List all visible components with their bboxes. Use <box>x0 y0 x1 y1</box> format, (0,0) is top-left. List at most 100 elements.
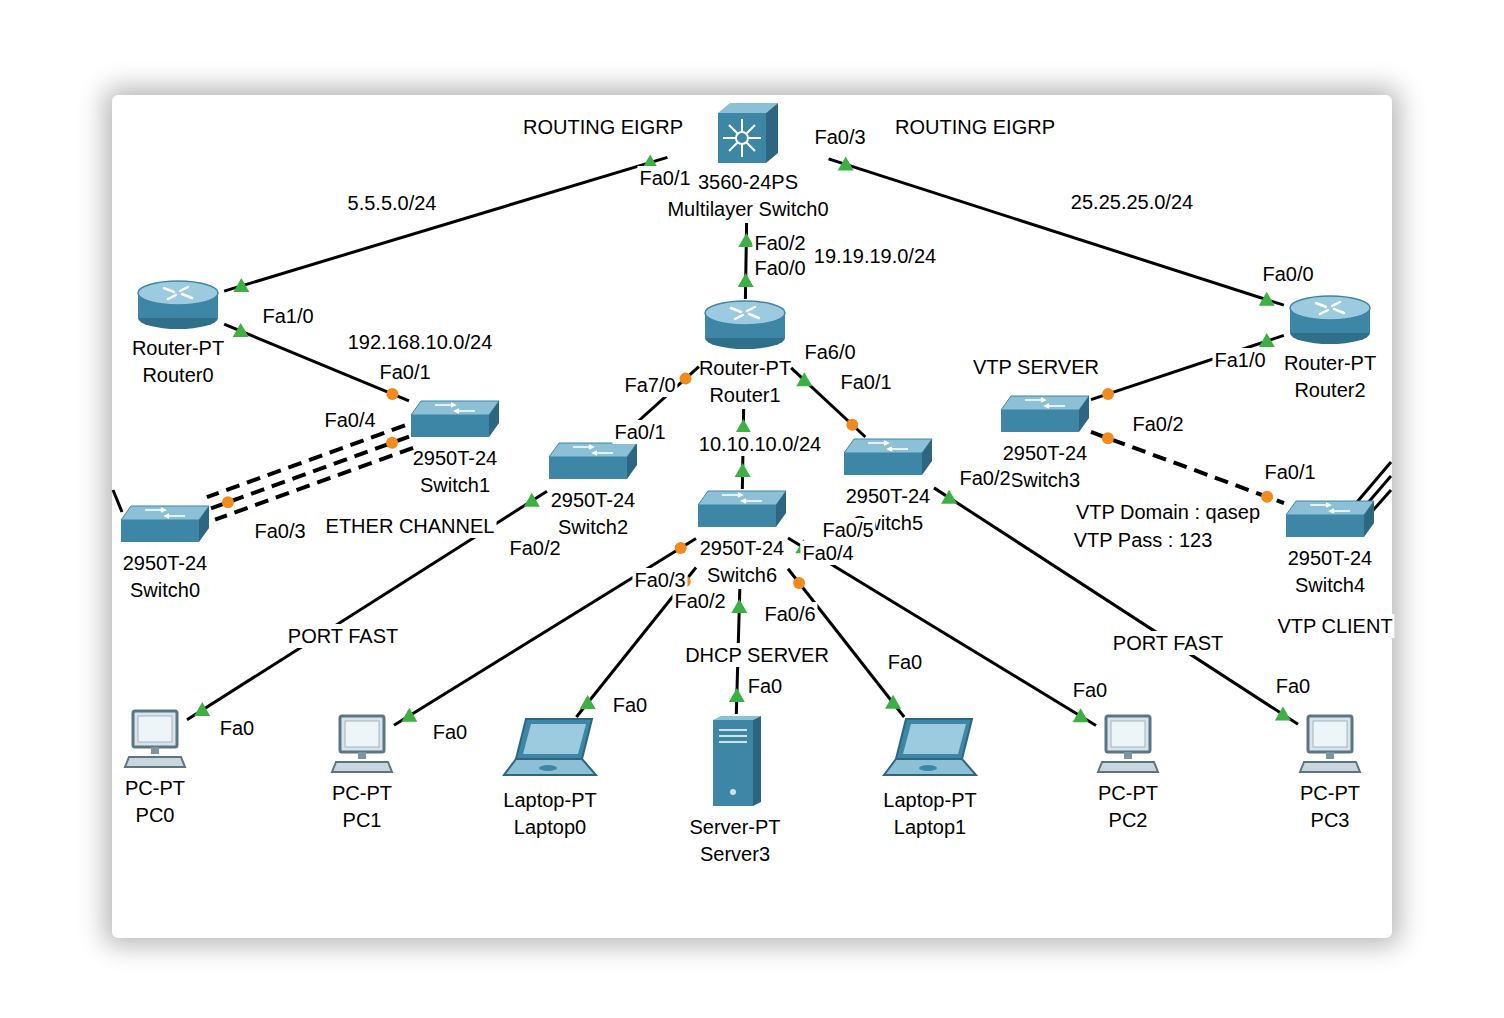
pc-icon <box>1096 714 1160 776</box>
note-label: ROUTING EIGRP <box>893 115 1057 139</box>
port-status-triangle <box>731 599 747 613</box>
port-label: Fa1/0 <box>1212 348 1267 372</box>
mls-icon <box>716 101 780 165</box>
port-label: Fa0 <box>431 720 469 744</box>
device-label: 3560-24PS <box>698 169 798 196</box>
port-label: Fa0/3 <box>812 125 867 149</box>
port-status-dot <box>222 496 234 508</box>
port-status-dot <box>386 437 398 449</box>
note-label: VTP SERVER <box>971 355 1101 379</box>
port-status-dot <box>846 419 858 431</box>
note-label: ETHER CHANNEL <box>324 514 497 538</box>
port-label: Fa0/2 <box>957 466 1012 490</box>
device-label: PC1 <box>343 807 382 834</box>
network-device: Laptop-PTLaptop1 <box>882 717 978 841</box>
device-label: Router2 <box>1294 377 1365 404</box>
laptop-icon <box>502 717 598 783</box>
port-label: Fa0/2 <box>672 589 727 613</box>
network-link <box>1091 432 1284 503</box>
device-label: Router-PT <box>1284 350 1376 377</box>
device-label: Switch2 <box>558 514 628 541</box>
device-label: 2950T-24 <box>1003 440 1088 467</box>
device-label: 2950T-24 <box>413 445 498 472</box>
port-status-triangle <box>838 156 854 170</box>
pc-icon <box>123 709 187 771</box>
port-status-triangle <box>941 490 957 504</box>
network-device: 2950T-24Switch2 <box>547 441 639 541</box>
network-device: 2950T-24Switch3 <box>999 394 1091 494</box>
server-icon <box>705 714 765 810</box>
port-status-triangle <box>735 419 751 433</box>
port-status-triangle <box>194 702 210 716</box>
router-icon <box>136 279 220 331</box>
port-label: Fa0/4 <box>800 541 855 565</box>
port-status-triangle <box>729 688 745 702</box>
network-device: 2950T-24Switch4 <box>1284 499 1376 599</box>
port-label: Fa0 <box>886 650 924 674</box>
device-label: PC0 <box>136 802 175 829</box>
network-device: 2950T-24Switch0 <box>119 504 211 604</box>
port-status-triangle <box>796 372 812 386</box>
port-status-dot <box>680 373 692 385</box>
port-status-triangle <box>233 323 249 337</box>
port-label: Fa0 <box>1071 678 1109 702</box>
port-label: Fa0 <box>218 716 256 740</box>
cable-line <box>394 538 696 725</box>
device-label: Laptop0 <box>514 814 586 841</box>
network-device: Router-PTRouter0 <box>132 279 224 389</box>
note-label: ROUTING EIGRP <box>521 115 685 139</box>
port-status-triangle <box>1259 333 1275 347</box>
network-device: PC-PTPC0 <box>123 709 187 829</box>
network-link <box>394 538 696 725</box>
network-link <box>187 491 547 719</box>
device-label: 2950T-24 <box>123 550 208 577</box>
port-label: Fa0/1 <box>1262 460 1317 484</box>
note-label: VTP Pass : 123 <box>1072 528 1215 552</box>
cable-line <box>211 437 409 509</box>
network-device: PC-PTPC2 <box>1096 714 1160 834</box>
network-label: 192.168.10.0/24 <box>346 330 495 354</box>
network-device: 3560-24PSMultilayer Switch0 <box>667 101 828 223</box>
device-label: 2950T-24 <box>551 487 636 514</box>
device-label: Server3 <box>700 841 770 868</box>
sw-icon <box>842 437 934 479</box>
port-status-dot <box>675 542 687 554</box>
port-label: Fa0/0 <box>752 256 807 280</box>
port-label: Fa0/1 <box>377 360 432 384</box>
port-label: Fa0/5 <box>820 518 875 542</box>
port-status-dot <box>386 388 398 400</box>
network-label: 19.19.19.0/24 <box>812 244 938 268</box>
note-label: VTP CLIENT <box>1275 614 1394 638</box>
port-status-triangle <box>1259 292 1275 306</box>
device-label: Router-PT <box>132 335 224 362</box>
port-status-triangle <box>738 273 754 287</box>
note-label: PORT FAST <box>286 624 400 648</box>
port-label: Fa0 <box>746 674 784 698</box>
cable-line <box>1091 432 1284 503</box>
port-label: Fa0/1 <box>838 370 893 394</box>
port-label: Fa0/0 <box>1260 262 1315 286</box>
port-label: Fa0/2 <box>752 231 807 255</box>
port-label: Fa0 <box>611 693 649 717</box>
pc-icon <box>1298 714 1362 776</box>
pc-icon <box>330 714 394 776</box>
cable-line <box>1091 335 1284 399</box>
port-label: Fa0/1 <box>612 420 667 444</box>
network-label: 5.5.5.0/24 <box>346 191 439 215</box>
port-label: Fa1/0 <box>260 304 315 328</box>
cable-line <box>187 491 547 719</box>
port-label: Fa0/3 <box>252 519 307 543</box>
device-label: Laptop-PT <box>503 787 596 814</box>
router-icon <box>703 299 787 351</box>
network-label: 25.25.25.0/24 <box>1069 190 1195 214</box>
port-status-triangle <box>580 695 596 709</box>
device-label: Switch4 <box>1295 572 1365 599</box>
sw-icon <box>547 441 639 483</box>
note-label: VTP Domain : qasep <box>1074 500 1262 524</box>
device-label: Router-PT <box>699 355 791 382</box>
device-label: PC3 <box>1311 807 1350 834</box>
port-status-dot <box>1102 432 1114 444</box>
port-status-triangle <box>735 463 751 477</box>
network-link <box>788 538 1096 726</box>
port-label: Fa0/2 <box>507 536 562 560</box>
